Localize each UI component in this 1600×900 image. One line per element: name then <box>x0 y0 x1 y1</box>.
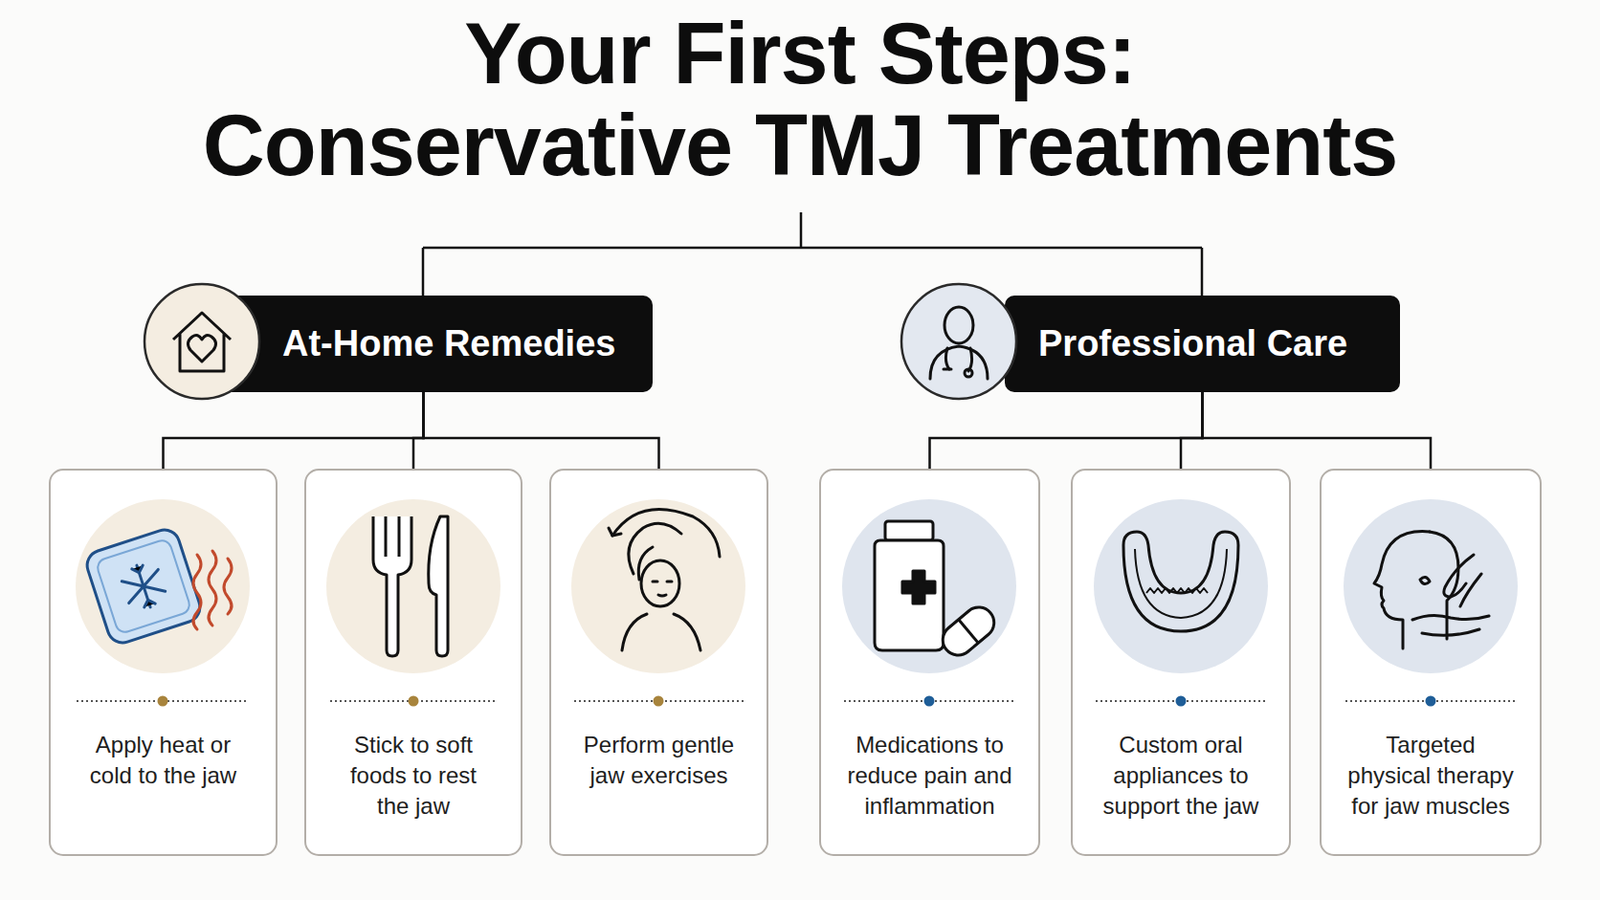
card-label: Custom oral appliances to support the ja… <box>1094 730 1267 823</box>
separator-dots <box>157 696 1437 708</box>
treatment-card: Stick to soft foods to rest the jaw <box>304 468 523 857</box>
treatment-card: Perform gentle jaw exercises <box>549 468 769 857</box>
card-label: Apply heat or cold to the jaw <box>77 730 250 792</box>
ice-pack-icon <box>83 526 232 647</box>
dotted-separators <box>76 700 1517 703</box>
icon-circles <box>75 499 1518 674</box>
treatment-card: Custom oral appliances to support the ja… <box>1070 468 1291 857</box>
tree-bracket <box>422 212 1202 296</box>
header-label: At-Home Remedies <box>282 323 616 365</box>
doctor-icon <box>901 284 1017 400</box>
card-fills <box>48 468 1542 857</box>
card-label: Perform gentle jaw exercises <box>573 730 746 792</box>
treatment-card: Targeted physical therapy for jaw muscle… <box>1319 468 1542 857</box>
oral-appliance-icon <box>1123 532 1239 632</box>
tree-connector <box>413 392 424 469</box>
diagram-title: Your First Steps: Conservative TMJ Treat… <box>177 7 1423 192</box>
tree-connector <box>423 392 660 469</box>
physical-therapy-icon <box>1374 532 1489 649</box>
fork-knife-icon <box>373 516 448 657</box>
header-label: Professional Care <box>1038 323 1348 365</box>
tree-connector <box>1180 392 1203 469</box>
tree-connector <box>1202 392 1432 469</box>
treatment-card: Apply heat or cold to the jaw <box>48 468 278 857</box>
medication-icon <box>874 521 1000 663</box>
tree-connector <box>163 392 424 469</box>
jaw-exercise-icon <box>608 509 720 651</box>
category-header: At-Home Remedies <box>194 295 653 393</box>
card-label: Stick to soft foods to rest the jaw <box>332 730 495 823</box>
treatment-card: Medications to reduce pain and inflammat… <box>819 468 1041 857</box>
card-label: Targeted physical therapy for jaw muscle… <box>1347 730 1515 823</box>
card-label: Medications to reduce pain and inflammat… <box>839 730 1022 823</box>
category-header: Professional Care <box>1004 295 1400 393</box>
tree-connector <box>930 392 1203 469</box>
